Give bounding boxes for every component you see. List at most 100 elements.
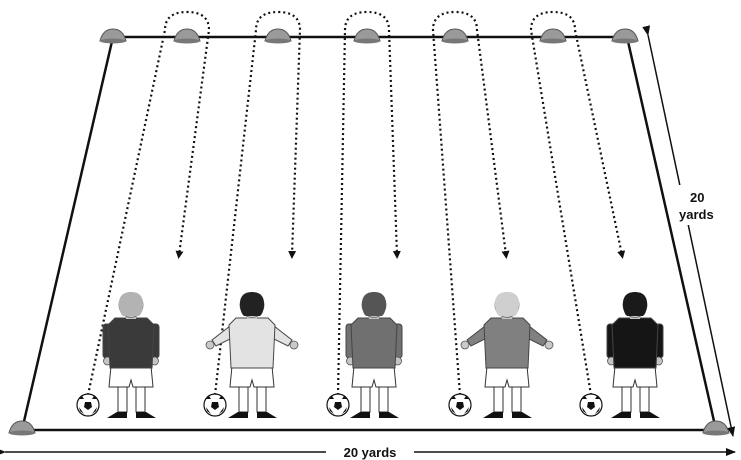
player-1-right-leg <box>135 383 146 413</box>
ball-3-pentagon <box>334 402 342 410</box>
cone-top-7-base <box>612 38 638 44</box>
ball-4-pentagon <box>456 402 464 410</box>
player-1-shirt <box>107 317 155 369</box>
ball-3-patch-b <box>342 396 347 399</box>
player-2-left-leg <box>238 383 249 413</box>
player-5-shorts <box>612 365 658 388</box>
player-4-right-hand <box>544 340 554 350</box>
ball-2-patch-d <box>219 407 224 414</box>
player-1-left-boot <box>107 412 127 418</box>
cone-top-1 <box>99 28 127 44</box>
cone-top-3-body <box>264 28 292 42</box>
player-5-shirt <box>611 317 659 369</box>
ball-5-patch-a <box>582 396 587 399</box>
ball-5-patch-b <box>595 396 600 399</box>
player-4-left-leg <box>493 383 504 413</box>
cone-top-5-base <box>442 38 468 44</box>
cone-top-4 <box>353 28 381 44</box>
player-3-shorts <box>351 365 397 388</box>
player-3-shirt <box>350 317 398 369</box>
cone-bottom-left <box>8 420 36 436</box>
player-2-right-boot <box>257 412 277 418</box>
ball-2-patch-c <box>206 407 211 414</box>
side-dimension-arrow <box>642 25 736 437</box>
player-1 <box>102 292 160 418</box>
side-label-bg <box>672 185 724 225</box>
player-3-left-leg <box>360 383 371 413</box>
cone-top-2 <box>173 28 201 44</box>
player-4-right-leg <box>511 383 522 413</box>
run-path-1 <box>86 10 211 396</box>
player-4-left-boot <box>483 412 503 418</box>
player-1-shorts <box>108 365 154 388</box>
player-2-right-leg <box>256 383 267 413</box>
player-3-hair <box>361 292 387 316</box>
ball-5-pentagon <box>587 402 595 410</box>
ball-5 <box>579 393 603 417</box>
player-1-hair <box>118 292 144 316</box>
player-2-hair <box>239 292 265 316</box>
ball-3-patch-a <box>329 396 334 399</box>
player-2 <box>205 292 299 418</box>
player-5-left-leg <box>621 383 632 413</box>
cone-top-6-body <box>539 28 567 42</box>
cone-bottom-right <box>702 420 730 436</box>
player-5 <box>606 292 664 418</box>
ball-2-pentagon <box>211 402 219 410</box>
ball-1-pentagon <box>84 402 92 410</box>
ball-3-patch-d <box>342 407 347 414</box>
cone-top-2-base <box>174 38 200 44</box>
cone-bottom-left-body <box>8 420 36 434</box>
ball-3-patch-c <box>329 407 334 414</box>
player-5-left-boot <box>611 412 631 418</box>
ball-4-patch-a <box>451 396 456 399</box>
player-4-right-boot <box>512 412 532 418</box>
ball-1 <box>76 393 100 417</box>
cone-top-7 <box>611 28 639 44</box>
players <box>76 292 664 418</box>
cone-bottom-left-base <box>9 430 35 436</box>
side-label-unit: yards <box>679 207 714 222</box>
cone-top-6 <box>539 28 567 44</box>
run-path-3 <box>336 10 401 396</box>
ball-1-patch-b <box>92 396 97 399</box>
cone-top-5-body <box>441 28 469 42</box>
ball-5-patch-c <box>582 407 587 414</box>
ball-1-patch-d <box>92 407 97 414</box>
run-path-2 <box>213 10 302 396</box>
cone-top-7-body <box>611 28 639 42</box>
ball-5-patch-d <box>595 407 600 414</box>
ball-1-patch-c <box>79 407 84 414</box>
player-2-left-hand <box>205 340 215 350</box>
player-3-left-boot <box>350 412 370 418</box>
side-label-number: 20 <box>690 190 704 205</box>
ball-2-patch-b <box>219 396 224 399</box>
player-2-shirt <box>228 317 276 369</box>
player-3-right-leg <box>378 383 389 413</box>
player-1-right-boot <box>136 412 156 418</box>
player-4-shorts <box>484 365 530 388</box>
ball-2-patch-a <box>206 396 211 399</box>
player-3-right-boot <box>379 412 399 418</box>
cone-top-4-base <box>354 38 380 44</box>
ball-2 <box>203 393 227 417</box>
cone-top-4-body <box>353 28 381 42</box>
cone-bottom-right-base <box>703 430 729 436</box>
ball-4-patch-b <box>464 396 469 399</box>
cone-top-1-base <box>100 38 126 44</box>
cone-top-5 <box>441 28 469 44</box>
ball-1-patch-a <box>79 396 84 399</box>
player-1-left-leg <box>117 383 128 413</box>
cone-top-3 <box>264 28 292 44</box>
cone-top-3-base <box>265 38 291 44</box>
player-5-right-leg <box>639 383 650 413</box>
bottom-label: 20 yards <box>344 445 397 460</box>
run-path-5 <box>529 10 626 396</box>
player-4-left-hand <box>460 340 470 350</box>
cone-top-6-base <box>540 38 566 44</box>
player-3 <box>345 292 403 418</box>
player-4-shirt <box>483 317 531 369</box>
player-2-shorts <box>229 365 275 388</box>
player-5-hair <box>622 292 648 316</box>
run-paths <box>86 10 626 396</box>
